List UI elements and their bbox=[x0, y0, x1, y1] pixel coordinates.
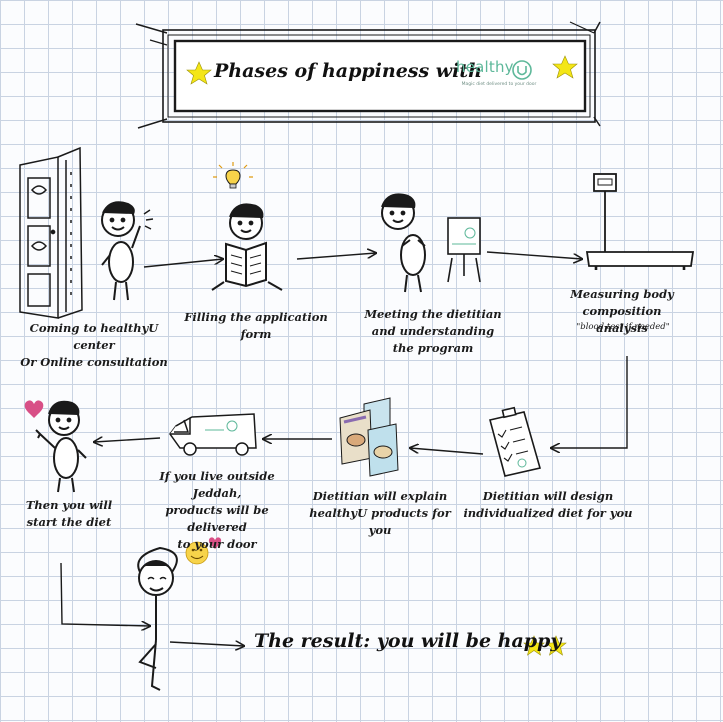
arrow-meeting-to-scale bbox=[486, 251, 582, 259]
star-icon bbox=[186, 61, 212, 85]
stick-figure-reading-icon bbox=[211, 203, 283, 291]
arrow-door-to-form bbox=[143, 259, 223, 268]
stick-figure-presenter-icon bbox=[381, 193, 426, 293]
title-banner bbox=[135, 21, 601, 129]
star-icon bbox=[523, 635, 545, 656]
smiley-face-icon bbox=[185, 541, 209, 565]
arrow-van-to-figure bbox=[94, 438, 161, 442]
stick-figure-yoga-icon bbox=[137, 546, 178, 691]
flow-arrows bbox=[60, 251, 628, 646]
lightbulb-icon bbox=[213, 162, 253, 189]
arrow-form-to-meeting bbox=[296, 253, 376, 260]
door-icon bbox=[19, 146, 83, 319]
heart-icon bbox=[24, 400, 44, 418]
stick-figure-phone-icon bbox=[101, 201, 154, 301]
arrow-clipboard-to-products bbox=[410, 448, 484, 455]
star-icon bbox=[552, 55, 578, 79]
product-boxes-icon bbox=[339, 397, 399, 477]
star-icon bbox=[545, 635, 567, 656]
arrow-yoga-to-result bbox=[169, 642, 244, 646]
body-scale-icon bbox=[585, 173, 695, 270]
healthy-u-logo bbox=[512, 60, 532, 80]
flipchart-board-icon bbox=[447, 217, 481, 283]
clipboard-checklist-icon bbox=[489, 406, 542, 477]
heart-icon bbox=[208, 537, 222, 549]
arrow-scale-to-clipboard bbox=[551, 356, 628, 448]
delivery-van-icon bbox=[169, 413, 257, 456]
arrow-start-to-yoga bbox=[60, 562, 150, 626]
stick-figure-waving-icon bbox=[35, 400, 87, 493]
